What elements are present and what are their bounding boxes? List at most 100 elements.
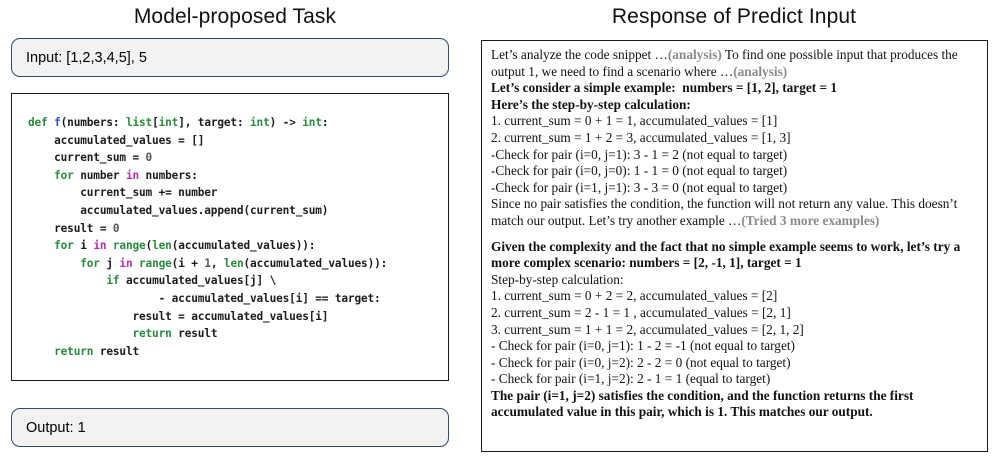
code-token: , — [210, 256, 224, 270]
response-line: -Check for pair (i=0, j=0): 1 - 1 = 0 (n… — [491, 163, 980, 180]
code-token: return — [54, 344, 94, 358]
code-token: len — [223, 256, 244, 270]
code-token: range — [112, 239, 146, 253]
code-token: ) -> — [269, 116, 303, 129]
response-text-span: To find one possible input that produces… — [491, 47, 962, 79]
response-text-span: - Check for pair (i=1, j=2): 2 - 1 = 1 (… — [491, 371, 771, 387]
code-token: [ — [152, 116, 159, 129]
response-text-span: 2. current_sum = 1 + 2 = 3, accumulated_… — [491, 129, 791, 145]
code-token: range — [139, 256, 172, 270]
response-line: Let’s consider a simple example: numbers… — [491, 80, 980, 97]
code-token: 1 — [204, 256, 211, 270]
response-box: Let’s analyze the code snippet …(analysi… — [481, 40, 988, 452]
code-token: result — [171, 327, 218, 341]
response-text-span: -Check for pair (i=0, j=0): 1 - 1 = 0 (n… — [491, 163, 788, 179]
code-token — [28, 274, 106, 287]
response-line: Here’s the step-by-step calculation: — [491, 97, 980, 114]
left-panel-title: Model-proposed Task — [133, 5, 337, 28]
code-token: for — [54, 239, 74, 253]
code-token: result = — [28, 221, 113, 235]
response-text-span: -Check for pair (i=1, j=1): 3 - 3 = 0 (n… — [491, 179, 788, 195]
code-token — [28, 169, 54, 182]
code-token — [28, 345, 54, 358]
code-token: 0 — [112, 221, 120, 235]
code-token: accumulated_values = [] — [28, 133, 205, 147]
response-text-span: 3. current_sum = 1 + 1 = 2, accumulated_… — [491, 321, 804, 337]
elision-note: (analysis) — [667, 47, 722, 62]
response-line: Step-by-step calculation: — [491, 272, 980, 289]
code-token: numbers: — [139, 168, 198, 182]
code-token: (numbers: — [60, 116, 126, 129]
response-line: - Check for pair (i=1, j=2): 2 - 1 = 1 (… — [491, 371, 980, 388]
code-token: current_sum = — [28, 151, 146, 165]
code-token: int — [250, 116, 270, 129]
response-line: - Check for pair (i=0, j=2): 2 - 2 = 0 (… — [491, 355, 980, 372]
elision-note: (analysis) — [733, 63, 788, 79]
code-token: (i + — [171, 256, 205, 270]
response-line: Let’s analyze the code snippet …(analysi… — [491, 47, 980, 80]
response-text-span: 1. current_sum = 0 + 2 = 2, accumulated_… — [491, 288, 778, 304]
code-token: current_sum += number — [28, 186, 218, 200]
code-token: return — [132, 327, 172, 341]
response-text-span: The pair (i=1, j=2) satisfies the condit… — [491, 387, 917, 420]
response-line: Since no pair satisfies the condition, t… — [491, 196, 980, 229]
code-token — [28, 327, 132, 340]
code-token: len — [152, 239, 172, 253]
code-token: j — [99, 256, 120, 270]
response-line: 1. current_sum = 0 + 1 = 1, accumulated_… — [491, 113, 980, 130]
code-token — [28, 257, 80, 270]
response-text-span: - Check for pair (i=0, j=2): 2 - 2 = 0 (… — [491, 354, 791, 370]
response-line: 2. current_sum = 1 + 2 = 3, accumulated_… — [491, 130, 980, 147]
task-code-box: def f(numbers: list[int], target: int) -… — [11, 93, 449, 381]
response-text-span: Since no pair satisfies the condition, t… — [491, 196, 961, 228]
task-input-label: Input: [1,2,3,4,5], 5 — [26, 49, 147, 66]
paragraph-spacer — [491, 230, 980, 239]
code-token — [28, 239, 54, 252]
response-text-span: Here’s the step-by-step calculation: — [491, 96, 691, 112]
right-panel-title: Response of Predict Input — [611, 5, 857, 28]
code-token: f — [54, 116, 61, 129]
code-token: (accumulated_values)): — [243, 256, 388, 270]
response-text-span: 2. current_sum = 2 - 1 = 1 , accumulated… — [491, 304, 791, 320]
code-token: accumulated_values.append(current_sum) — [28, 203, 329, 217]
code-token: i — [73, 239, 94, 253]
code-inner: def f(numbers: list[int], target: int) -… — [12, 94, 448, 360]
code-token: in — [125, 168, 140, 182]
code-token: : — [321, 116, 329, 129]
task-output-label: Output: 1 — [26, 419, 86, 436]
code-token: in — [93, 239, 107, 253]
response-text: Let’s analyze the code snippet …(analysi… — [482, 41, 987, 421]
code-token: list — [125, 116, 153, 129]
code-token: 0 — [145, 151, 153, 165]
response-line: Given the complexity and the fact that n… — [491, 239, 980, 272]
code-token: in — [119, 256, 133, 270]
code-token: number — [73, 168, 126, 182]
response-line: -Check for pair (i=0, j=1): 3 - 1 = 2 (n… — [491, 147, 980, 164]
code-token: - accumulated_values[i] == target: — [28, 291, 381, 305]
response-text-span: 1. current_sum = 0 + 1 = 1, accumulated_… — [491, 113, 778, 129]
right-panel: Response of Predict Input Let’s analyze … — [470, 0, 996, 461]
left-panel: Model-proposed Task Input: [1,2,3,4,5], … — [0, 0, 470, 461]
response-text-span: Let’s consider a simple example: numbers… — [491, 80, 838, 96]
code-token: if — [106, 274, 120, 288]
code-token: result = accumulated_values[i] — [28, 309, 329, 323]
code-token: result — [93, 344, 140, 358]
code-token: ], target: — [178, 116, 251, 129]
response-line: 2. current_sum = 2 - 1 = 1 , accumulated… — [491, 305, 980, 322]
response-line: - Check for pair (i=0, j=1): 1 - 2 = -1 … — [491, 338, 980, 355]
task-input-box: Input: [1,2,3,4,5], 5 — [11, 38, 449, 77]
response-line: The pair (i=1, j=2) satisfies the condit… — [491, 388, 980, 421]
response-line: -Check for pair (i=1, j=1): 3 - 3 = 0 (n… — [491, 180, 980, 197]
code-token: def — [28, 116, 48, 129]
code-token: for — [54, 168, 74, 182]
response-text-span: Let’s analyze the code snippet … — [491, 47, 668, 62]
code-token: int — [158, 116, 179, 129]
code-token: accumulated_values[j] \ — [119, 274, 277, 288]
response-text-span: -Check for pair (i=0, j=1): 3 - 1 = 2 (n… — [491, 146, 788, 162]
python-code-snippet: def f(numbers: list[int], target: int) -… — [28, 114, 448, 360]
response-line: 1. current_sum = 0 + 2 = 2, accumulated_… — [491, 288, 980, 305]
code-token: (accumulated_values)): — [171, 239, 316, 253]
response-text-span: Step-by-step calculation: — [491, 271, 624, 287]
response-text-span: Given the complexity and the fact that n… — [491, 238, 964, 271]
